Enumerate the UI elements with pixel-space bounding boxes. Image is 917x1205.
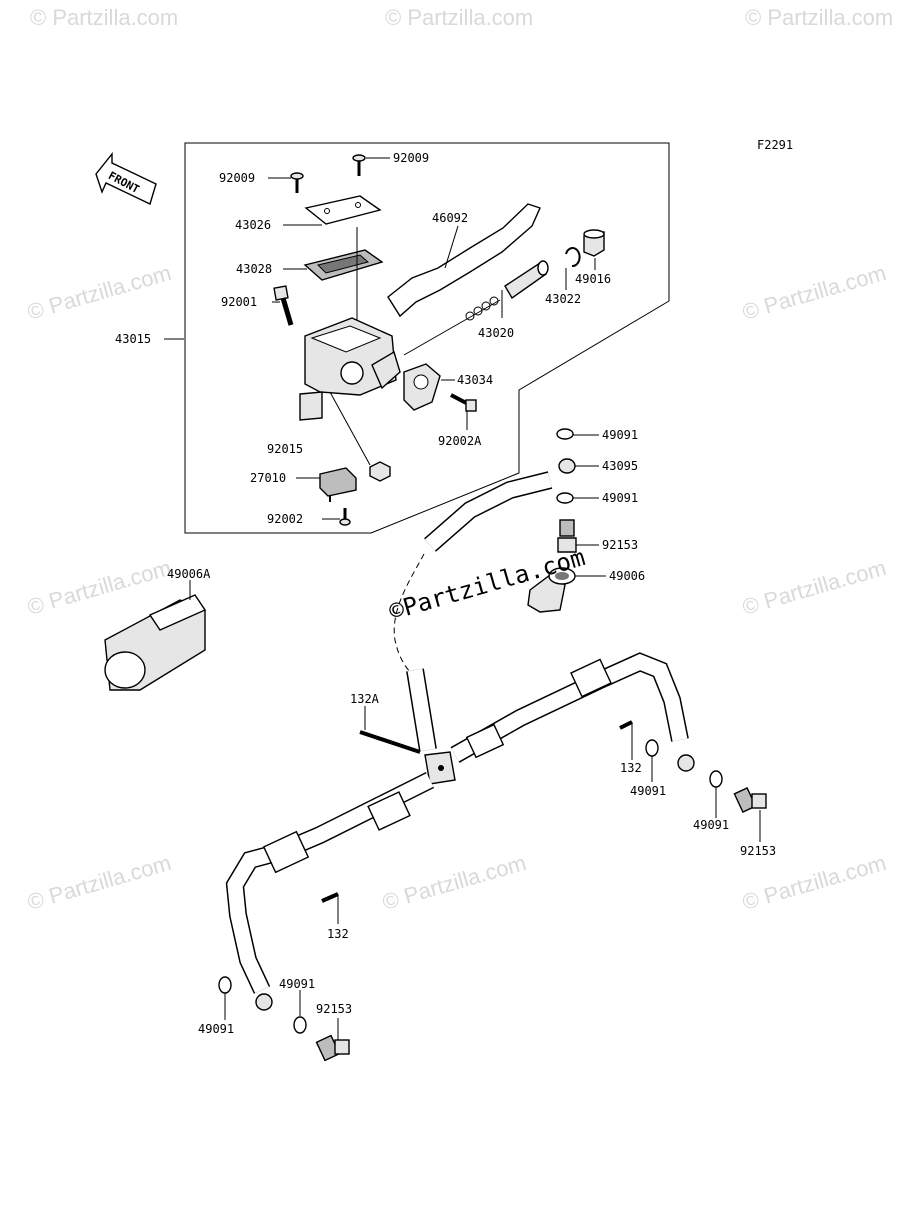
part-label: 43034 (457, 373, 493, 387)
watermark: © Partzilla.com (745, 5, 893, 30)
part-label: 49006A (167, 567, 211, 581)
circlip-icon (565, 247, 581, 268)
part-label: 49091 (630, 784, 666, 798)
boot-49016-icon (583, 229, 605, 257)
watermark: © Partzilla.com (24, 260, 173, 325)
leader-lines (164, 157, 761, 1040)
washer-icon (556, 492, 574, 504)
screw-92009-icon (290, 172, 304, 193)
screw-92002-icon (339, 508, 351, 526)
part-label: 43022 (545, 292, 581, 306)
banjo-bolt-icon (315, 1034, 350, 1062)
grommet-49006-icon (527, 567, 576, 613)
washer-icon (293, 1016, 307, 1034)
nut-92015-icon (369, 461, 391, 482)
bolt-132A-icon (359, 730, 421, 754)
part-label: 132A (350, 692, 380, 706)
part-label: 92009 (393, 151, 429, 165)
part-label: 92153 (316, 1002, 352, 1016)
reservoir-cap-icon (304, 195, 382, 225)
grommet-49006A-icon (104, 594, 207, 691)
assembly-outline (184, 142, 670, 534)
watermark: © Partzilla.com (24, 555, 173, 620)
part-label: 43026 (235, 218, 271, 232)
part-label: 92001 (221, 295, 257, 309)
watermark: © Partzilla.com (385, 5, 533, 30)
bolt-132-icon (321, 892, 339, 903)
part-label: 49091 (279, 977, 315, 991)
part-label: 43028 (236, 262, 272, 276)
banjo-fitting-icon (255, 993, 273, 1011)
part-label: 43015 (115, 332, 151, 346)
brake-switch-icon (319, 467, 357, 502)
washer-icon (645, 739, 659, 757)
part-label: 49016 (575, 272, 611, 286)
master-cylinder-group (273, 154, 605, 526)
clamp-43034-icon (403, 363, 441, 411)
watermark: © Partzilla.com (24, 850, 173, 915)
watermark: © Partzilla.com (739, 555, 888, 620)
front-arrow-icon: FRONT (95, 152, 157, 205)
part-label: 27010 (250, 471, 286, 485)
part-label: 92153 (602, 538, 638, 552)
banjo-bolt-icon (557, 519, 577, 553)
watermark: © Partzilla.com (739, 260, 888, 325)
part-label: 43095 (602, 459, 638, 473)
brake-lever-icon (387, 203, 541, 318)
part-label: 92015 (267, 442, 303, 456)
banjo-fitting-icon (558, 458, 576, 474)
part-label: 49091 (602, 428, 638, 442)
part-label: 49091 (693, 818, 729, 832)
screw-92009-icon (352, 154, 366, 176)
part-labels: 92009 92009 43026 46092 43028 49016 4302… (115, 151, 776, 1036)
part-label: 43020 (478, 326, 514, 340)
piston-kit-icon (465, 260, 549, 321)
washer-icon (709, 770, 723, 788)
part-label: 92153 (740, 844, 776, 858)
part-label: 132 (620, 761, 642, 775)
bolt-132-icon (619, 720, 633, 730)
watermark: © Partzilla.com (379, 850, 528, 915)
bolt-92002A-icon (450, 393, 477, 412)
washer-icon (556, 428, 574, 440)
part-label: 132 (327, 927, 349, 941)
part-label: 92002A (438, 434, 482, 448)
part-label: 49091 (198, 1022, 234, 1036)
washer-icon (218, 976, 232, 994)
figure-code: F2291 (757, 138, 793, 152)
part-label: 92009 (219, 171, 255, 185)
brake-hose-group (104, 428, 767, 1062)
banjo-bolt-icon (733, 787, 767, 813)
master-cylinder-body (299, 317, 401, 421)
part-label: 92002 (267, 512, 303, 526)
part-label: 49091 (602, 491, 638, 505)
part-label: 46092 (432, 211, 468, 225)
watermark: © Partzilla.com (739, 850, 888, 915)
banjo-fitting-icon (677, 754, 695, 772)
bolt-92001-icon (273, 285, 294, 326)
part-label: 49006 (609, 569, 645, 583)
watermark: © Partzilla.com (30, 5, 178, 30)
